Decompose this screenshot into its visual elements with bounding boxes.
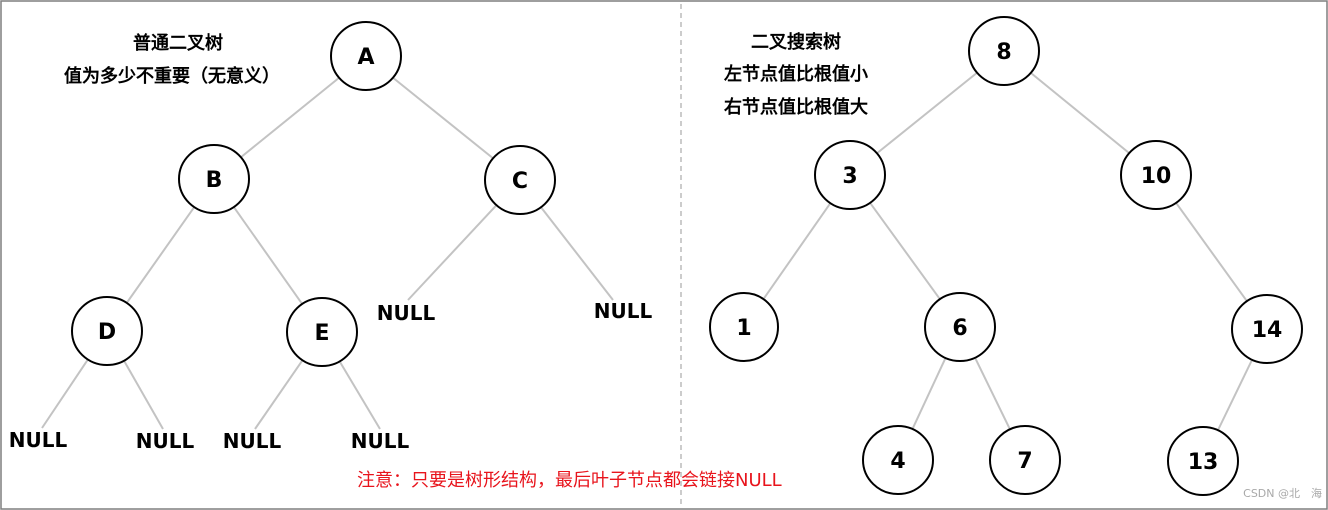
left-tree-nodes: A B C D E (71, 21, 556, 367)
node-label: 14 (1252, 318, 1283, 343)
node-circle (814, 140, 886, 210)
tree-edge-d-null-3 (123, 360, 164, 430)
tree-node-6: 6 (924, 292, 996, 362)
node-circle (1120, 140, 1192, 210)
null-leaf: NULL (9, 428, 68, 452)
tree-node-b: B (178, 144, 250, 214)
tree-edge-n6-n4 (911, 358, 947, 429)
tree-node-3: 3 (814, 140, 886, 210)
right-tree-caption: 二叉搜索树 左节点值比根值小 右节点值比根值大 (724, 31, 868, 118)
node-circle (709, 292, 779, 362)
tree-edge-c-null-1 (540, 207, 614, 301)
null-leaf: NULL (351, 429, 410, 453)
edge-layer (41, 72, 1253, 430)
tree-edge-b-e (233, 207, 303, 304)
tree-node-7: 7 (989, 425, 1061, 495)
node-label: C (512, 169, 528, 194)
node-circle (862, 425, 934, 495)
tree-edge-a-b (240, 77, 340, 158)
tree-edge-n3-n6 (869, 202, 941, 300)
node-circle (178, 144, 250, 214)
node-circle (989, 425, 1061, 495)
left-caption-line-2: 值为多少不重要（无意义） (64, 65, 280, 87)
null-leaf: NULL (136, 429, 195, 453)
tree-node-d: D (71, 296, 143, 366)
node-label: 10 (1141, 164, 1172, 189)
node-label: 1 (736, 316, 751, 341)
tree-edge-n3-n1 (763, 203, 831, 299)
node-circle (286, 297, 358, 367)
tree-edge-n6-n7 (974, 357, 1011, 430)
leaf-null-note: 注意：只要是树形结构，最后叶子节点都会链接NULL (357, 470, 782, 491)
node-label: 4 (890, 449, 905, 474)
left-caption-line-1: 普通二叉树 (133, 32, 223, 54)
tree-edge-c-null-0 (407, 204, 497, 301)
tree-node-e: E (286, 297, 358, 367)
tree-edge-n8-n3 (876, 72, 978, 154)
tree-edge-a-c (392, 77, 494, 159)
watermark: CSDN @北 海 (1243, 486, 1322, 500)
right-tree-nodes: 8 3 10 1 6 14 (709, 16, 1303, 496)
node-circle (330, 21, 402, 91)
null-leaf: NULL (594, 299, 653, 323)
tree-node-10: 10 (1120, 140, 1192, 210)
tree-edge-d-null-2 (41, 359, 89, 429)
left-tree-null-leaves: NULL NULL NULL NULL NULL NULL (9, 299, 653, 453)
node-label: B (206, 168, 223, 193)
tree-edge-n14-n13 (1217, 360, 1253, 430)
node-label: 6 (952, 316, 967, 341)
left-tree-caption: 普通二叉树 值为多少不重要（无意义） (64, 32, 280, 87)
tree-node-c: C (484, 145, 556, 215)
node-label: 7 (1017, 449, 1032, 474)
null-leaf: NULL (377, 301, 436, 325)
right-caption-line-2: 左节点值比根值小 (724, 63, 868, 85)
node-label: 13 (1188, 450, 1219, 475)
tree-node-13: 13 (1167, 426, 1239, 496)
right-caption-line-3: 右节点值比根值大 (724, 96, 868, 118)
null-leaf: NULL (223, 429, 282, 453)
tree-node-1: 1 (709, 292, 779, 362)
right-caption-line-1: 二叉搜索树 (751, 31, 841, 53)
tree-edge-n8-n10 (1030, 72, 1130, 154)
node-label: 3 (842, 164, 857, 189)
node-label: 8 (996, 40, 1011, 65)
node-circle (1231, 294, 1303, 364)
tree-node-14: 14 (1231, 294, 1303, 364)
node-circle (924, 292, 996, 362)
node-circle (1167, 426, 1239, 496)
tree-edge-e-null-4 (254, 360, 303, 430)
node-label: D (98, 320, 116, 345)
node-circle (968, 16, 1040, 86)
tree-node-a: A (330, 21, 402, 91)
tree-node-8: 8 (968, 16, 1040, 86)
tree-node-4: 4 (862, 425, 934, 495)
tree-edge-n10-n14 (1175, 202, 1248, 302)
node-label: E (314, 321, 329, 346)
node-label: A (357, 45, 374, 70)
node-circle (71, 296, 143, 366)
tree-edge-e-null-5 (339, 361, 381, 430)
node-circle (484, 145, 556, 215)
tree-edge-b-d (126, 207, 195, 303)
